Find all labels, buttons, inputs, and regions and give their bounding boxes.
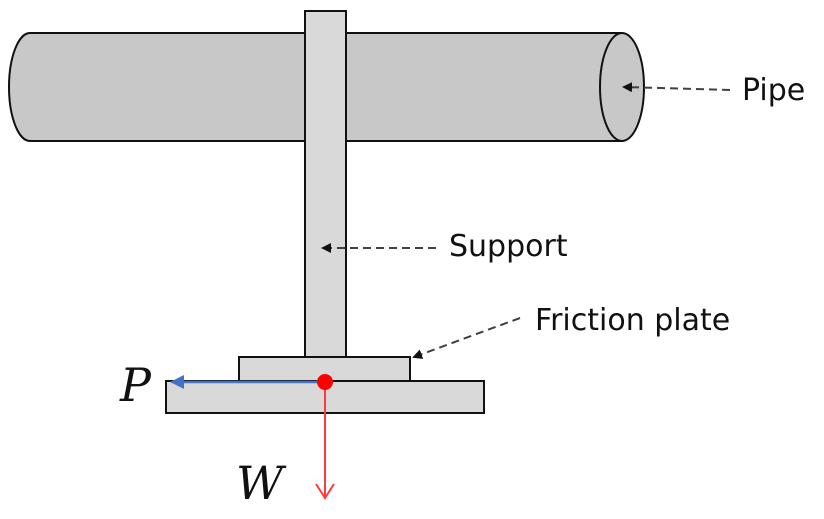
contact-point <box>317 374 333 390</box>
support-column <box>304 10 347 358</box>
force-w-label: W <box>236 456 284 510</box>
pipe-label: Pipe <box>742 73 806 108</box>
force-w-arrow <box>315 384 335 500</box>
support-label: Support <box>449 229 568 264</box>
friction-plate-leader <box>412 317 521 359</box>
friction-plate-label: Friction plate <box>535 303 731 338</box>
pipe-end-face <box>599 32 645 142</box>
force-p-label: P <box>120 358 151 412</box>
pipe-leader <box>622 82 731 93</box>
